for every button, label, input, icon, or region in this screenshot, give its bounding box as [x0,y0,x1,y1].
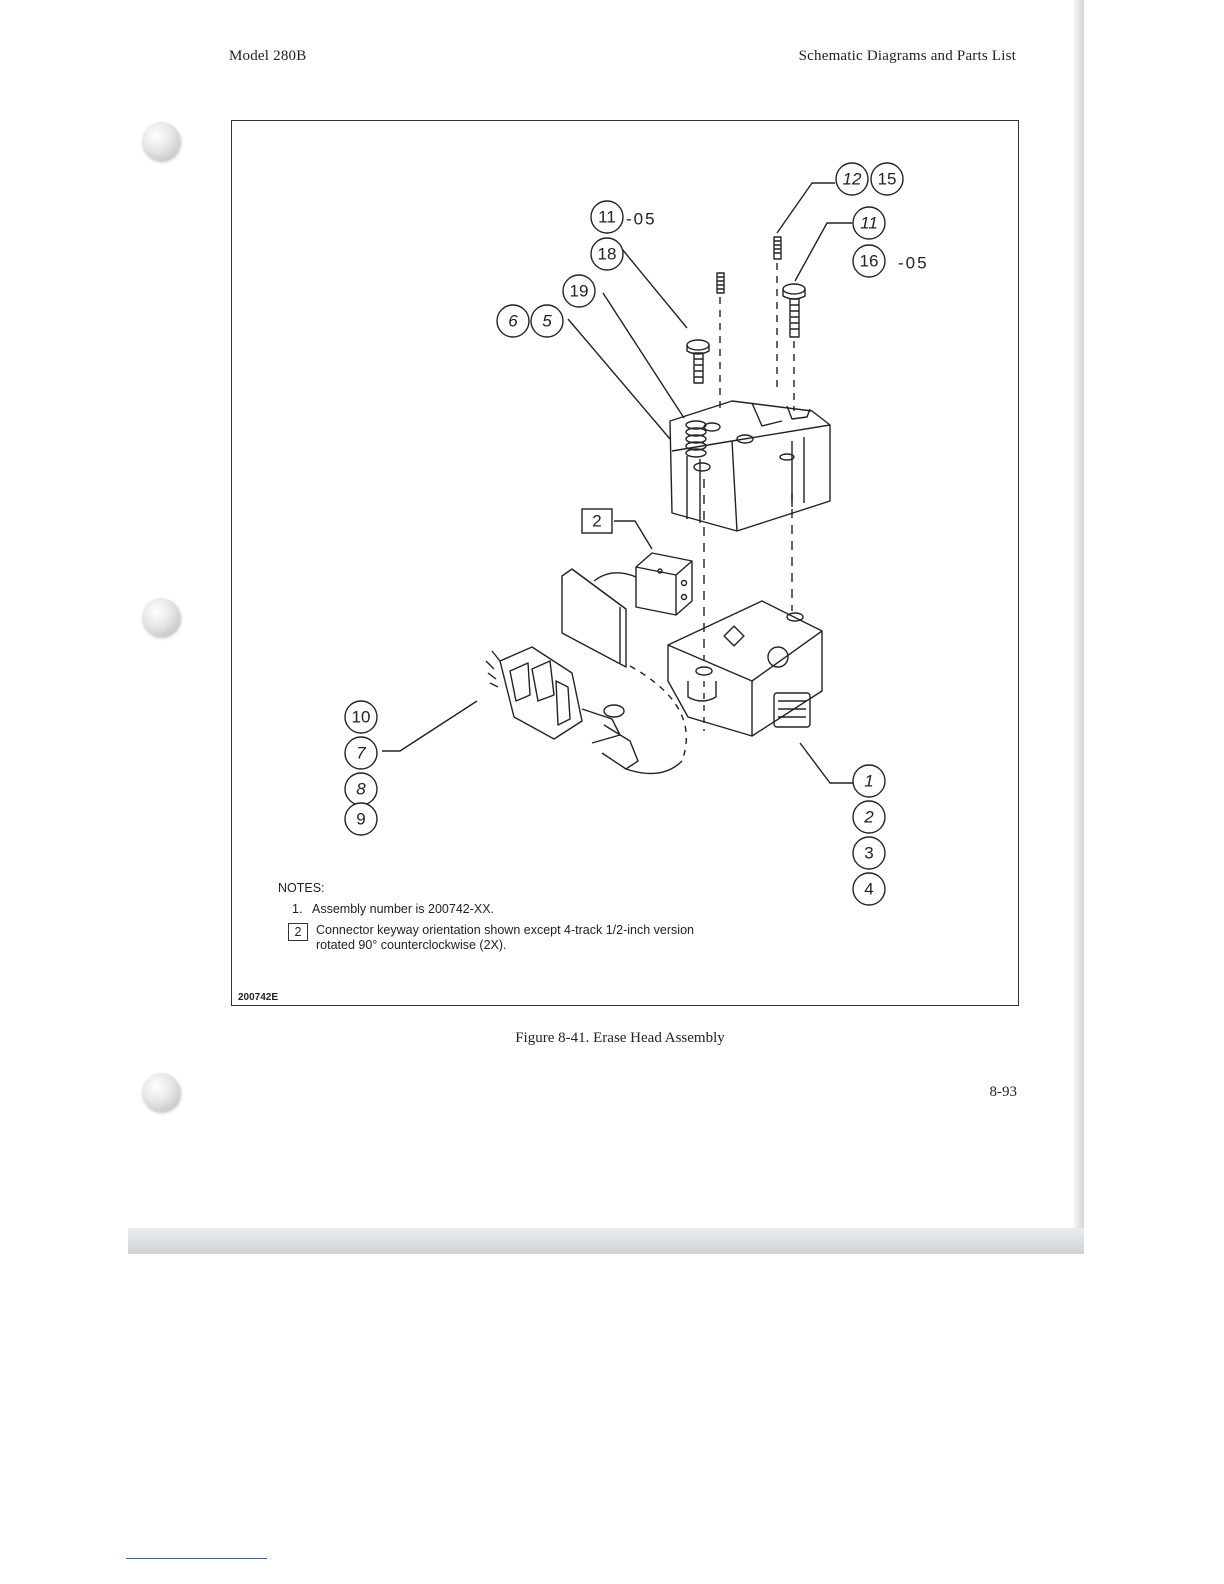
callout-19-label: 19 [570,282,589,301]
drawing-number: 200742E [238,992,278,1003]
callout-1-label: 1 [864,772,873,791]
page-bottom-shadow [128,1228,1084,1254]
connector-block-graphic [636,553,692,615]
note-2: 2 Connector keyway orientation shown exc… [292,923,694,953]
note-2-marker: 2 [288,923,308,941]
note-1-text: Assembly number is 200742-XX. [312,902,494,917]
screw-18-graphic [687,340,709,383]
spring-19-graphic [686,421,706,457]
page-number: 8-93 [990,1084,1018,1101]
callout-8-label: 8 [356,780,366,799]
erase-head-base-graphic [668,601,822,736]
figure-frame: 11 18 19 6 5 12 15 11 16 2 10 7 8 9 1 2 … [231,120,1019,1006]
callout-12-label: 12 [843,170,862,189]
cable-connector-graphic [486,647,682,774]
header-section-title: Schematic Diagrams and Parts List [799,48,1016,65]
figure-caption: Figure 8-41. Erase Head Assembly [0,1030,1224,1047]
callout-18-label: 18 [598,245,617,264]
screw-16-graphic [783,284,805,337]
binder-hole-bottom [142,1073,180,1111]
callout-15-label: 15 [878,170,897,189]
callout-7-label: 7 [356,744,366,763]
callout-5-label: 5 [542,312,552,331]
note-2-text-line2: rotated 90° counterclockwise (2X). [316,938,694,953]
callout-4-label: 4 [864,880,873,899]
leader-2-box [614,521,652,549]
callout-2-label: 2 [863,808,874,827]
leader-6-5 [568,319,670,439]
page-edge-shadow [1074,0,1084,1254]
leader-7 [382,701,477,751]
callout-16-suffix: -05 [898,254,929,273]
insulator-plate-graphic [562,569,636,667]
callout-3-label: 3 [864,844,873,863]
leader-1 [800,743,854,783]
binder-hole-top [142,122,180,160]
set-screw-12-graphic [774,237,781,259]
callout-11b-label: 11 [860,214,878,233]
note-1-marker: 1. [292,902,312,916]
callout-11-05-label: 11 [598,208,616,227]
figure-notes: NOTES: 1. Assembly number is 200742-XX. … [278,881,694,959]
callout-6-label: 6 [508,312,518,331]
binder-hole-middle [142,598,180,636]
leader-18 [622,249,687,328]
erase-head-assembly-drawing: 11 18 19 6 5 12 15 11 16 2 10 7 8 9 1 2 … [232,121,1018,1005]
footer-rule [126,1558,267,1559]
callout-2-box-label: 2 [592,512,601,531]
set-screw-left-graphic [717,273,724,293]
leader-11-16 [795,223,852,281]
callout-11-suffix: -05 [626,210,657,229]
note-2-text: Connector keyway orientation shown excep… [316,923,694,953]
header-model: Model 280B [229,48,306,65]
leader-19 [603,293,684,418]
note-2-text-line1: Connector keyway orientation shown excep… [316,923,694,938]
callout-10-label: 10 [352,708,371,727]
callout-16-label: 16 [860,252,879,271]
callout-9-label: 9 [356,810,365,829]
note-1: 1. Assembly number is 200742-XX. [292,902,694,917]
notes-title: NOTES: [278,881,694,895]
